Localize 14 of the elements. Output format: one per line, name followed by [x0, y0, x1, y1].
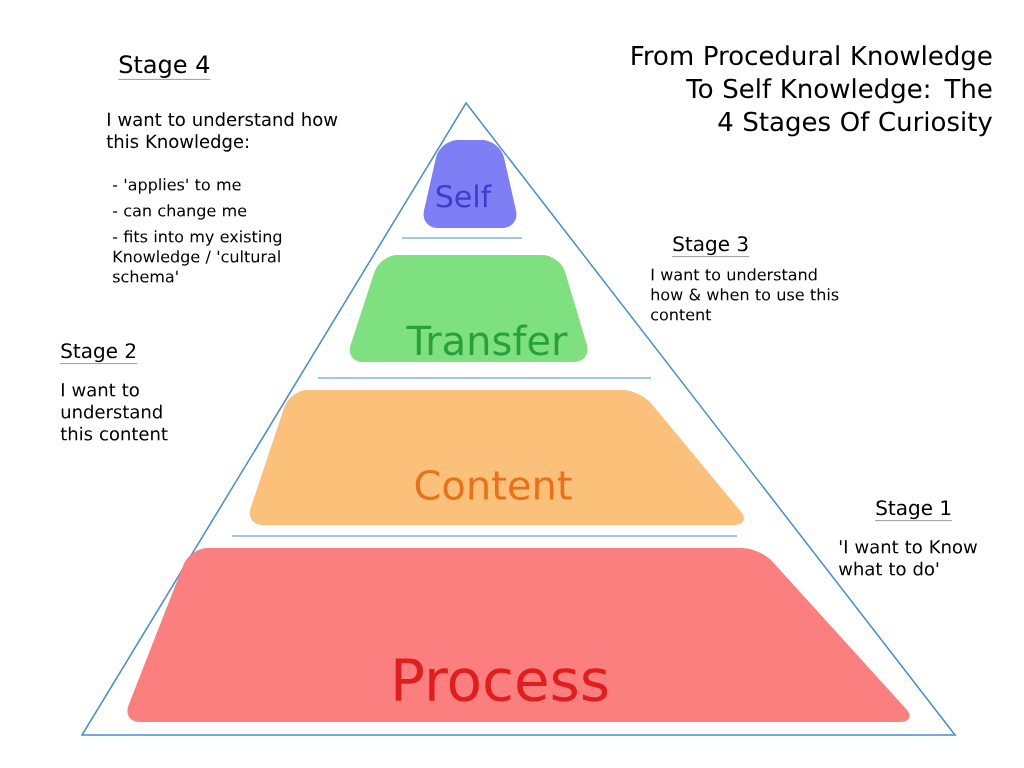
stage-heading: Stage 3 — [672, 236, 750, 257]
stage-description: I want to understand this content — [60, 383, 168, 441]
stage-description: I want to understand how & when to use this content — [651, 268, 839, 321]
pyramid-level: Transfer — [349, 255, 588, 362]
bullet-item: - fits into my existing Knowledge / 'cultural schema' — [113, 230, 282, 283]
bullet-item: - 'applies' to me — [113, 178, 241, 194]
stage-description: I want to understand how this Knowledge: — [106, 112, 338, 152]
bullet-item: - can change me — [113, 204, 247, 220]
pyramid-level: Self — [423, 140, 517, 228]
stage-heading: Stage 4 — [118, 55, 211, 80]
title: From Procedural Knowledge To Self Knowledge: The 4 Stages Of Curiosity — [632, 45, 992, 137]
pyramid-level: Content — [249, 390, 744, 525]
stage-heading: Stage 1 — [875, 500, 953, 521]
stage-heading: Stage 2 — [60, 343, 138, 364]
